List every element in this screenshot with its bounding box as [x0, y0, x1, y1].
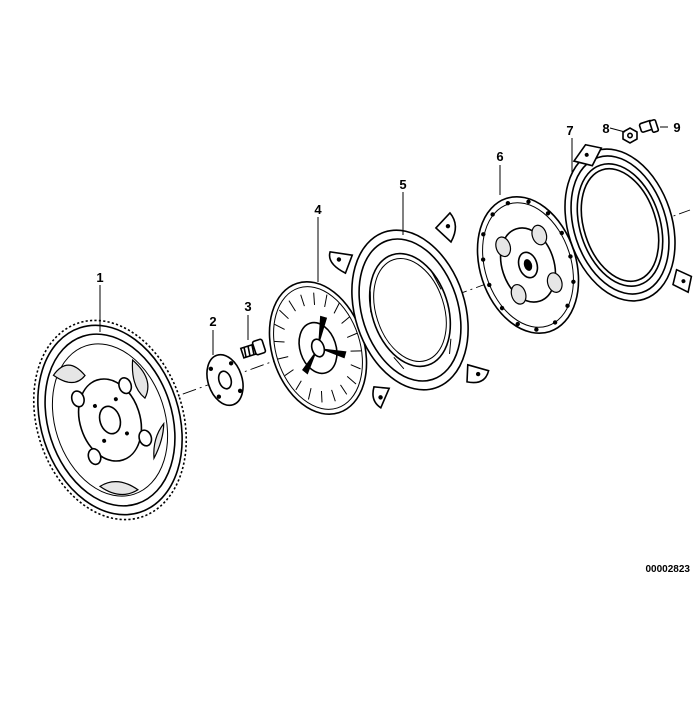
- part-label-7: 7: [566, 123, 573, 138]
- part-label-4: 4: [314, 202, 322, 217]
- part-label-5: 5: [399, 177, 406, 192]
- leader-lines: [99, 126, 668, 355]
- part-3-bolt: [239, 338, 267, 359]
- part-8-nut: [622, 127, 638, 144]
- part-1-flywheel: [32, 319, 188, 521]
- part-label-8: 8: [602, 121, 609, 136]
- part-labels: 1 2 3 4 5 6 7 8 9: [96, 120, 680, 329]
- part-9-screw: [638, 118, 660, 134]
- part-label-3: 3: [244, 299, 251, 314]
- part-4-clutch-disc: [268, 280, 368, 416]
- part-6-driven-plate: [476, 195, 580, 335]
- part-label-9: 9: [673, 120, 680, 135]
- part-7-retaining-ring: [564, 143, 693, 302]
- part-5-pressure-plate: [328, 211, 490, 410]
- part-2-washer-plate: [206, 353, 244, 407]
- part-label-6: 6: [496, 149, 503, 164]
- drawing-code: 00002823: [646, 564, 691, 575]
- part-label-2: 2: [209, 314, 216, 329]
- part-label-1: 1: [96, 270, 103, 285]
